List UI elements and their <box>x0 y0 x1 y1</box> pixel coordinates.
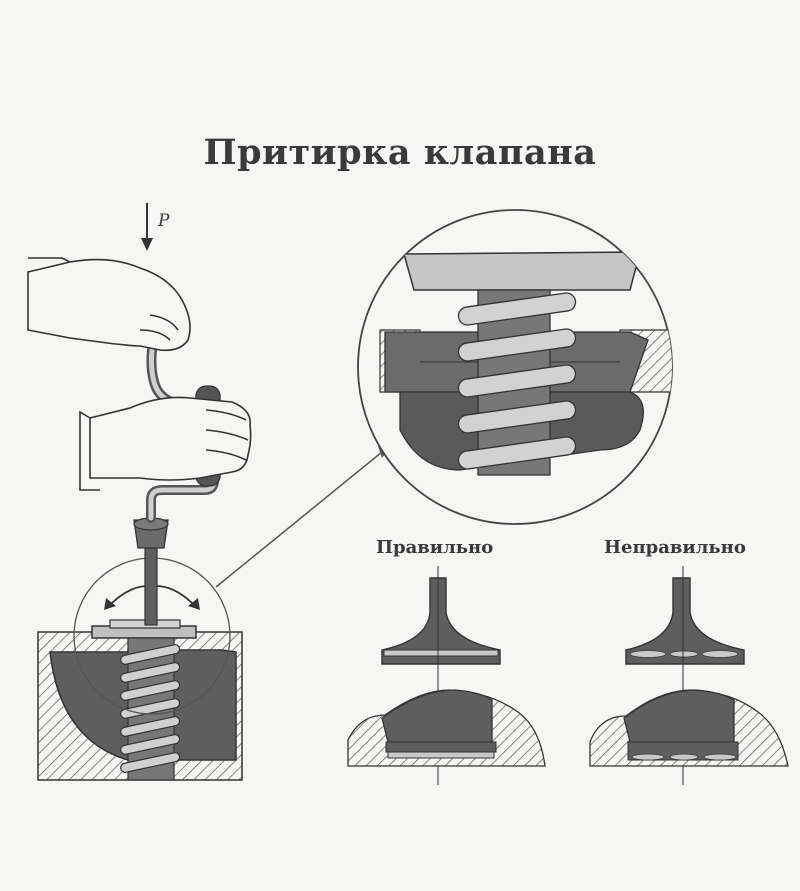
label-correct: Правильно <box>376 537 494 558</box>
cylinder-head-section <box>37 619 243 781</box>
page-title: Притирка клапана <box>203 132 597 173</box>
wrong-valve-figure <box>589 566 789 785</box>
magnify-pointer-line <box>215 451 383 588</box>
hand-bottom <box>79 396 252 491</box>
force-label: P <box>158 211 170 231</box>
label-wrong: Неправильно <box>604 537 746 558</box>
correct-valve-figure <box>347 566 546 785</box>
lapping-tool-assembly <box>27 203 390 781</box>
magnified-detail <box>357 209 673 525</box>
hand-top <box>27 257 191 352</box>
force-arrow <box>141 203 153 251</box>
tool-shaft <box>144 544 158 626</box>
